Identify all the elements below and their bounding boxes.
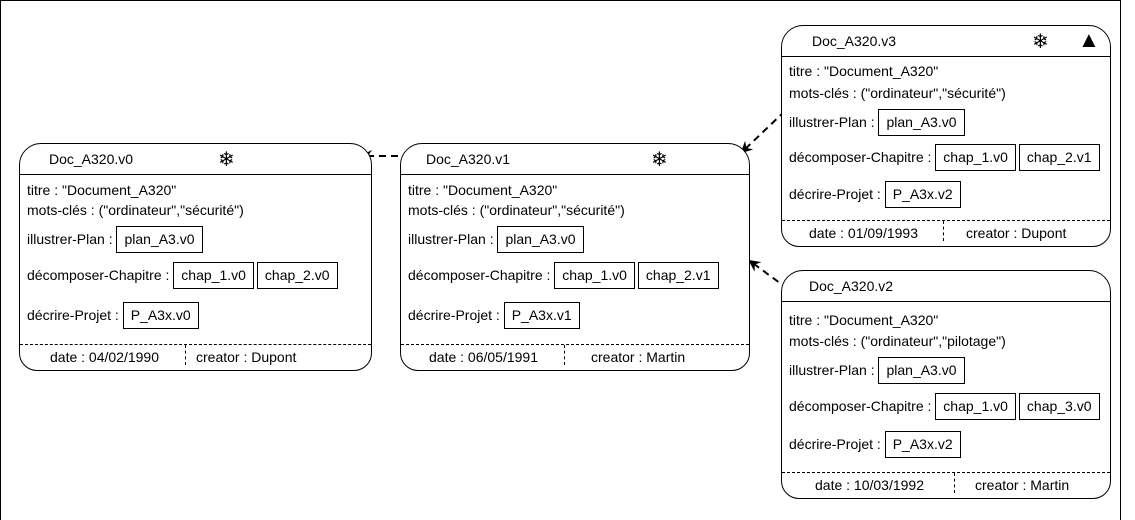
date-label: date : 04/02/1990 (50, 349, 159, 365)
plan-line: illustrer-Plan : plan_A3.v0 (789, 357, 968, 384)
plan-box: plan_A3.v0 (878, 109, 965, 136)
arrow-v2-to-v1 (748, 259, 789, 290)
titre-line: titre : "Document_A320" (408, 182, 558, 198)
node-footer: date : 06/05/1991 creator : Martin (401, 344, 749, 370)
node-name: Doc_A320.v2 (809, 278, 894, 294)
node-footer: date : 04/02/1990 creator : Dupont (20, 344, 371, 370)
projet-box: P_A3x.v2 (884, 431, 961, 458)
version-node-v3: Doc_A320.v3 ❄ ▲ titre : "Document_A320" … (781, 25, 1111, 247)
plan-line: illustrer-Plan : plan_A3.v0 (789, 109, 968, 136)
projet-line: décrire-Projet : P_A3x.v0 (27, 302, 202, 329)
mots-cles-line: mots-clés : ("ordinateur","pilotage") (789, 333, 1006, 349)
snowflake-icon: ❄ (218, 149, 235, 171)
arrow-v3-to-v1 (740, 110, 786, 154)
mots-cles-line: mots-clés : ("ordinateur","sécurité") (789, 85, 1006, 101)
node-footer: date : 10/03/1992 creator : Martin (782, 472, 1110, 498)
version-node-v0: Doc_A320.v0 ❄ titre : "Document_A320" mo… (19, 143, 372, 371)
plan-box: plan_A3.v0 (116, 226, 203, 253)
date-label: date : 10/03/1992 (815, 477, 924, 493)
node-header: Doc_A320.v1 ❄ (401, 144, 749, 175)
chap-box: chap_1.v0 (554, 262, 635, 289)
snowflake-icon: ❄ (651, 149, 668, 171)
chap-box: chap_1.v0 (173, 262, 254, 289)
date-label: date : 01/09/1993 (809, 225, 918, 241)
version-node-v2: Doc_A320.v2 titre : "Document_A320" mots… (781, 270, 1111, 499)
footer-separator (564, 345, 565, 365)
node-name: Doc_A320.v0 (49, 151, 134, 167)
creator-label: creator : Dupont (966, 225, 1067, 241)
chap-box: chap_3.v0 (1018, 393, 1100, 420)
titre-line: titre : "Document_A320" (789, 63, 939, 79)
plan-line: illustrer-Plan : plan_A3.v0 (408, 226, 587, 253)
projet-line: décrire-Projet : P_A3x.v2 (789, 431, 964, 458)
creator-label: creator : Martin (975, 477, 1070, 493)
chap-box: chap_1.v0 (935, 393, 1016, 420)
creator-label: creator : Martin (591, 349, 686, 365)
footer-separator (185, 345, 186, 365)
projet-box: P_A3x.v0 (122, 302, 199, 329)
snowflake-icon: ❄ (1032, 31, 1049, 53)
triangle-icon: ▲ (1078, 27, 1100, 52)
node-name: Doc_A320.v1 (426, 151, 511, 167)
footer-separator (943, 221, 944, 241)
chap-box: chap_2.v0 (256, 262, 338, 289)
footer-separator (954, 473, 955, 493)
creator-label: creator : Dupont (196, 349, 297, 365)
projet-line: décrire-Projet : P_A3x.v1 (408, 302, 583, 329)
node-name: Doc_A320.v3 (812, 33, 897, 49)
titre-line: titre : "Document_A320" (789, 312, 939, 328)
plan-line: illustrer-Plan : plan_A3.v0 (27, 226, 206, 253)
node-footer: date : 01/09/1993 creator : Dupont (782, 220, 1110, 246)
mots-cles-line: mots-clés : ("ordinateur","sécurité") (408, 202, 625, 218)
version-node-v1: Doc_A320.v1 ❄ titre : "Document_A320" mo… (400, 143, 750, 371)
plan-box: plan_A3.v0 (497, 226, 584, 253)
projet-line: décrire-Projet : P_A3x.v2 (789, 181, 964, 208)
chap-box: chap_1.v0 (935, 144, 1016, 171)
node-header: Doc_A320.v3 ❄ ▲ (782, 26, 1110, 57)
chap-box: chap_2.v1 (1018, 144, 1100, 171)
projet-box: P_A3x.v1 (503, 302, 580, 329)
chap-box: chap_2.v1 (637, 262, 719, 289)
titre-line: titre : "Document_A320" (27, 182, 177, 198)
date-label: date : 06/05/1991 (429, 349, 538, 365)
mots-cles-line: mots-clés : ("ordinateur","sécurité") (27, 202, 244, 218)
node-header: Doc_A320.v2 (782, 271, 1110, 302)
node-header: Doc_A320.v0 ❄ (20, 144, 371, 175)
plan-box: plan_A3.v0 (878, 357, 965, 384)
projet-box: P_A3x.v2 (884, 181, 961, 208)
